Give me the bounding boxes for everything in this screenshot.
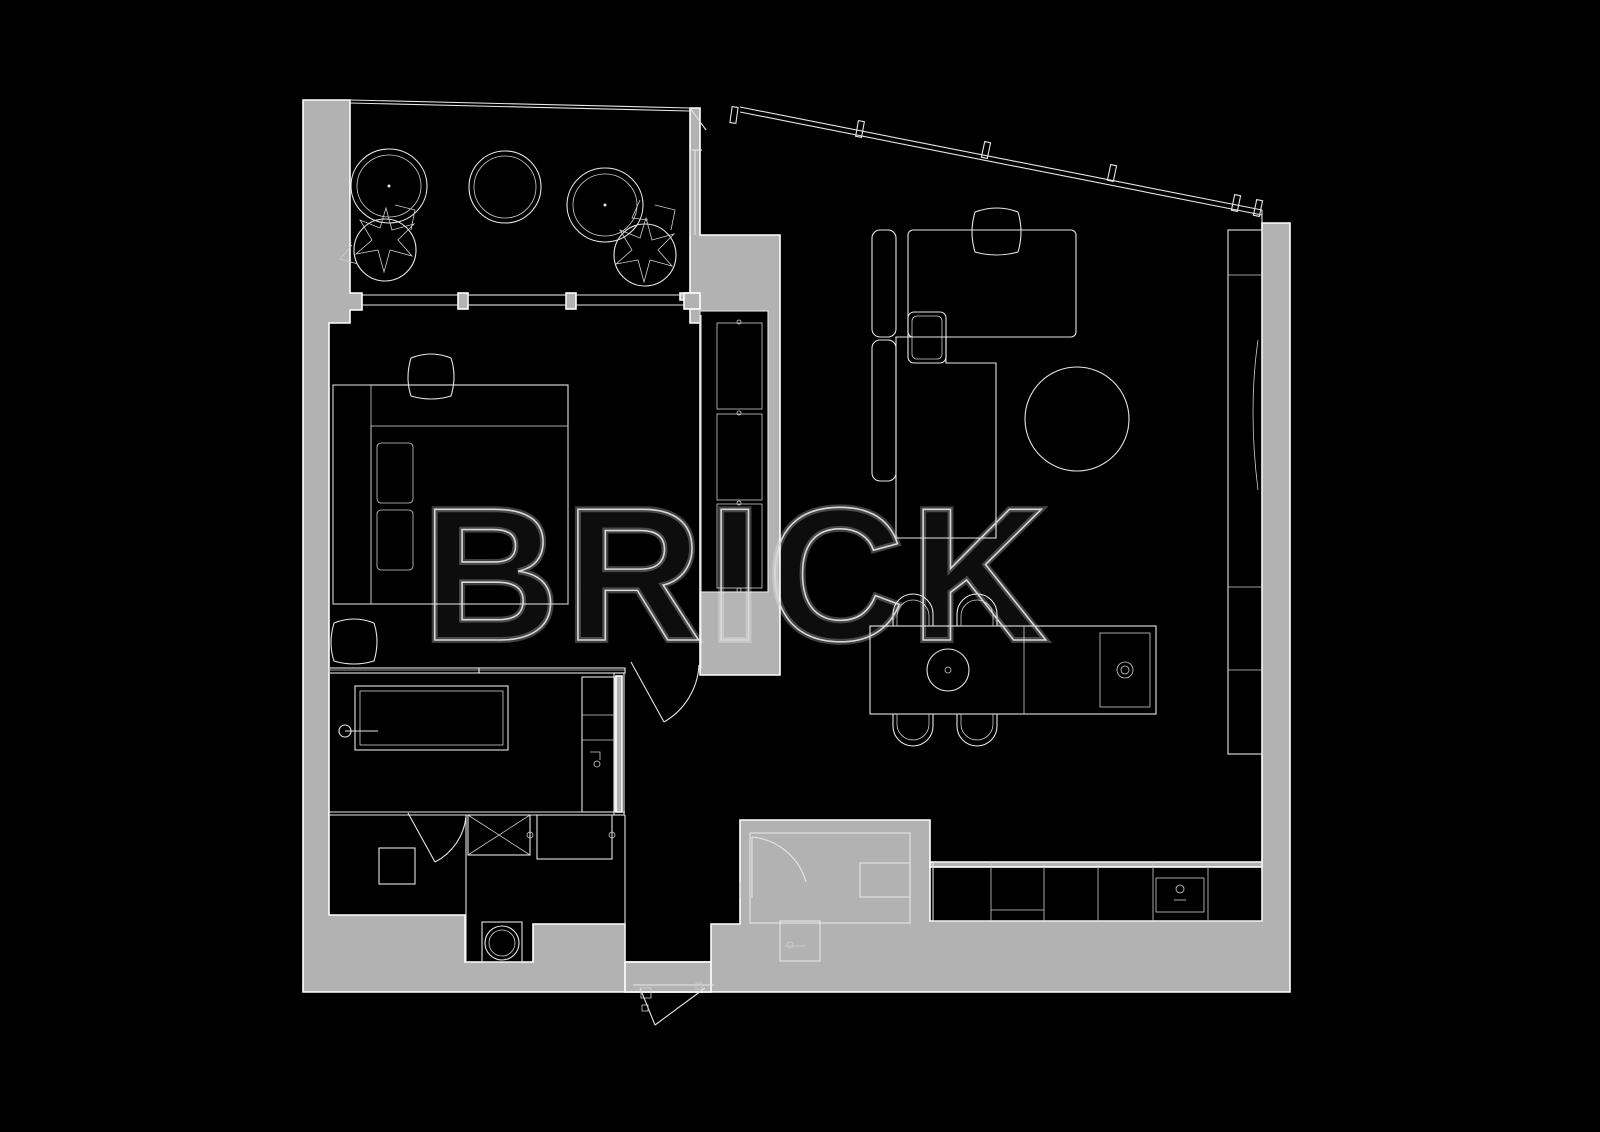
dining-chair <box>956 593 998 626</box>
dining-area <box>869 593 1157 747</box>
bedroom-armchair <box>407 353 455 400</box>
bedroom <box>330 315 763 668</box>
laundry <box>378 812 616 963</box>
lounge-chair-left <box>350 148 428 224</box>
sofa <box>871 229 1077 539</box>
interior-partitions <box>328 661 700 962</box>
dining-chair <box>892 714 934 747</box>
kitchen <box>932 229 1263 922</box>
lounge-chair-right <box>566 167 644 243</box>
dining-table <box>926 648 970 692</box>
side-table <box>468 150 542 224</box>
watermark-text: BRICK <box>422 469 1054 681</box>
washing-machine <box>481 921 523 963</box>
brick-watermark: BRICK BRICK <box>419 466 1054 684</box>
coffee-table <box>1024 366 1130 472</box>
watermark-shadow-text: BRICK <box>422 469 1054 681</box>
dining-chair <box>892 593 934 626</box>
living-room <box>871 207 1130 539</box>
plant-right <box>613 199 677 287</box>
balcony-furniture <box>339 148 677 287</box>
balcony-outline <box>349 99 1264 306</box>
dining-chair <box>956 714 998 747</box>
living-armchair <box>971 207 1022 256</box>
plant-left <box>339 204 417 282</box>
bedroom-pouf <box>330 618 378 665</box>
bed <box>332 384 569 605</box>
bathtub <box>354 685 509 751</box>
entry-door <box>633 982 714 1026</box>
bedroom-wardrobe <box>699 310 769 593</box>
walls <box>302 99 1291 993</box>
bathroom <box>338 676 616 813</box>
vanity <box>581 676 616 813</box>
guest-toilet <box>739 832 911 962</box>
